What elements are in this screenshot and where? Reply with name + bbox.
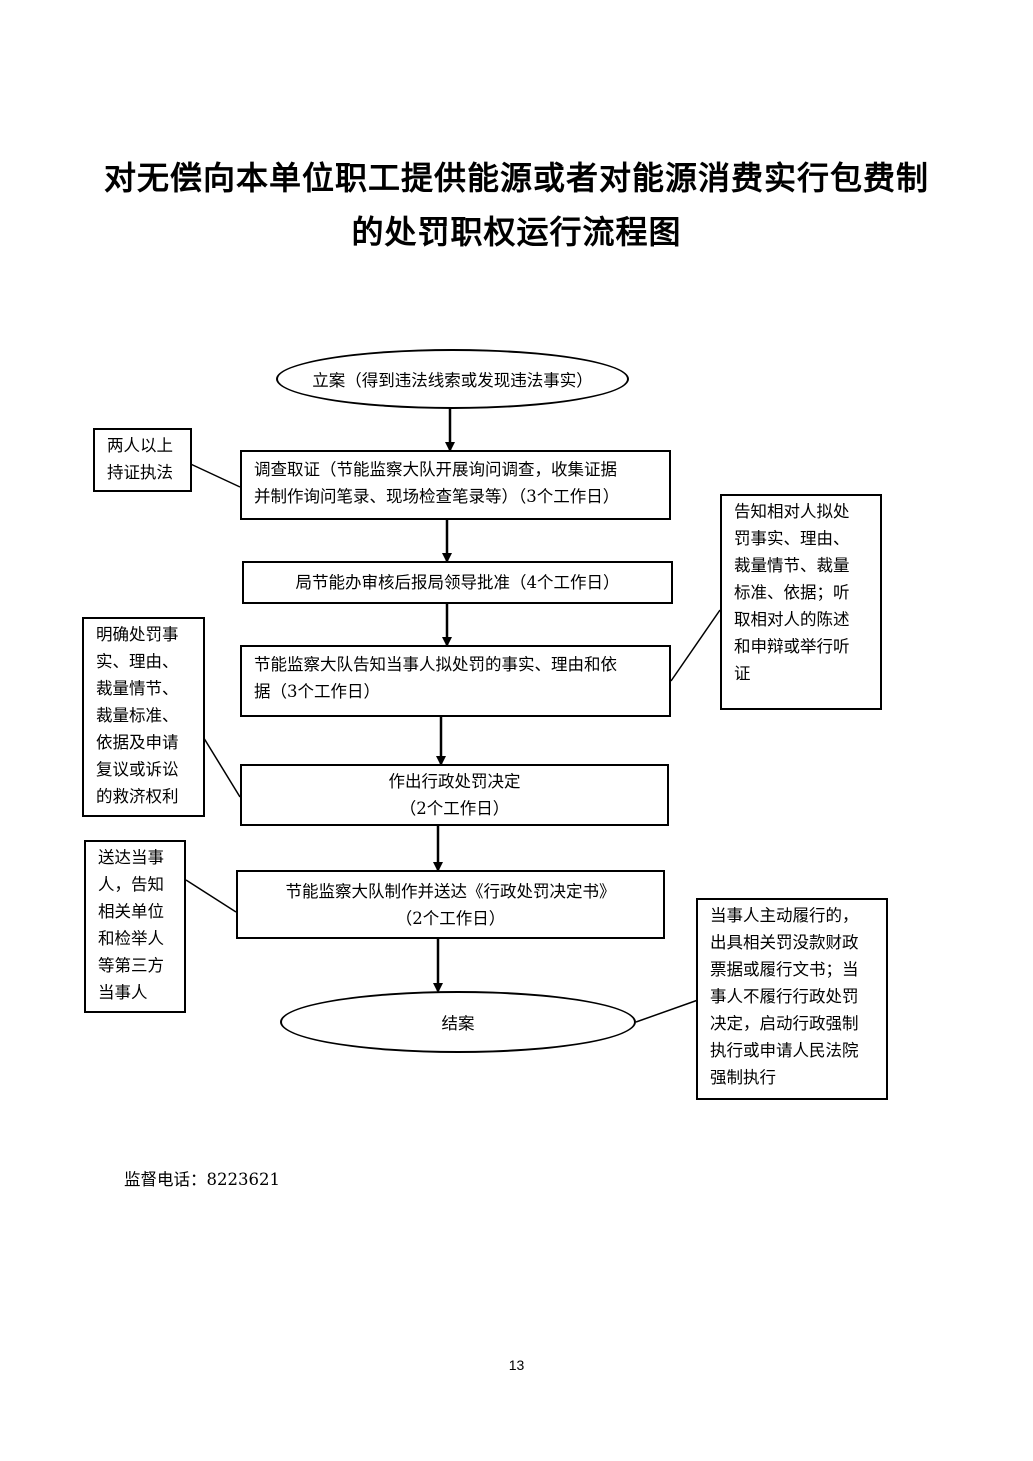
- note-remedy-rights-line: 复议或诉讼: [96, 760, 179, 779]
- page-title-line-1: 对无偿向本单位职工提供能源或者对能源消费实行包费制: [103, 159, 929, 197]
- step-delivery-line-1: 节能监察大队制作并送达《行政处罚决定书》: [285, 881, 616, 901]
- supervision-phone: 监督电话：8223621: [124, 1166, 280, 1190]
- step-decision-line-2: （2个工作日）: [399, 799, 510, 818]
- step-investigation-line-1: 调查取证（节能监察大队开展询问调查，收集证据: [254, 460, 617, 479]
- note-hearing-rights-line: 和申辩或举行听: [734, 637, 850, 656]
- step-delivery-box: 节能监察大队制作并送达《行政处罚决定书》 （2个工作日）: [236, 870, 665, 939]
- note-enforcement-line: 事人不履行行政处罚: [710, 987, 859, 1006]
- step-notification-line-2: 据（3个工作日）: [254, 682, 380, 701]
- note-delivery-parties-line: 当事人: [98, 983, 148, 1002]
- start-node-label: 立案（得到违法线索或发现违法事实）: [312, 371, 593, 390]
- note-two-persons: 两人以上 持证执法: [93, 428, 192, 492]
- step-notification-line-1: 节能监察大队告知当事人拟处罚的事实、理由和依: [254, 655, 617, 674]
- step-delivery-line-2: （2个工作日）: [395, 908, 506, 928]
- note-remedy-rights-line: 的救济权利: [96, 787, 179, 806]
- page-number: 13: [508, 1357, 525, 1373]
- note-two-persons-line: 两人以上: [107, 436, 173, 455]
- note-enforcement-line: 当事人主动履行的，: [710, 906, 859, 925]
- note-delivery-parties-line: 等第三方: [98, 956, 164, 975]
- note-hearing-rights-line: 罚事实、理由、: [734, 529, 850, 548]
- supervision-phone-label: 监督电话：: [124, 1170, 207, 1189]
- note-delivery-parties-line: 送达当事: [98, 848, 164, 867]
- note-hearing-rights-line: 告知相对人拟处: [734, 502, 850, 521]
- note-remedy-rights-line: 明确处罚事: [96, 625, 179, 644]
- note-hearing-rights-line: 取相对人的陈述: [734, 610, 850, 629]
- page-title-line-2: 的处罚职权运行流程图: [351, 213, 682, 251]
- step-approval-label: 局节能办审核后报局领导批准（4个工作日）: [295, 573, 620, 592]
- note-hearing-rights-line: 证: [734, 664, 751, 683]
- note-enforcement-line: 强制执行: [710, 1068, 776, 1087]
- note-remedy-rights-line: 裁量标准、: [96, 706, 179, 725]
- note-remedy-rights-line: 实、理由、: [96, 652, 179, 671]
- note-two-persons-line: 持证执法: [107, 463, 173, 482]
- note-enforcement: 当事人主动履行的， 出具相关罚没款财政 票据或履行文书；当 事人不履行行政处罚 …: [696, 898, 888, 1100]
- note-delivery-parties: 送达当事 人，告知 相关单位 和检举人 等第三方 当事人: [84, 840, 186, 1013]
- note-hearing-rights-line: 裁量情节、裁量: [734, 556, 850, 575]
- callout-line-note-4: [670, 609, 721, 682]
- note-delivery-parties-line: 相关单位: [98, 902, 164, 921]
- step-decision-box: 作出行政处罚决定 （2个工作日）: [240, 764, 669, 826]
- note-enforcement-line: 决定，启动行政强制: [710, 1014, 859, 1033]
- note-remedy-rights-line: 裁量情节、: [96, 679, 179, 698]
- note-hearing-rights-line: 标准、依据；听: [734, 583, 850, 602]
- step-decision-line-1: 作出行政处罚决定: [388, 772, 521, 791]
- end-node-label: 结案: [441, 1014, 475, 1033]
- note-remedy-rights: 明确处罚事 实、理由、 裁量情节、 裁量标准、 依据及申请 复议或诉讼 的救济权…: [82, 617, 205, 817]
- callout-line-note-3: [185, 879, 237, 913]
- step-approval-box: 局节能办审核后报局领导批准（4个工作日）: [242, 561, 673, 604]
- end-node: 结案: [280, 991, 636, 1053]
- step-investigation-line-2: 并制作询问笔录、现场检查笔录等）（3个工作日）: [254, 487, 620, 506]
- note-remedy-rights-line: 依据及申请: [96, 733, 179, 752]
- callout-line-note-5: [635, 999, 699, 1023]
- step-notification-box: 节能监察大队告知当事人拟处罚的事实、理由和依 据（3个工作日）: [240, 645, 671, 717]
- note-enforcement-line: 执行或申请人民法院: [710, 1041, 859, 1060]
- start-node: 立案（得到违法线索或发现违法事实）: [276, 349, 629, 409]
- callout-line-note-2: [201, 734, 241, 798]
- note-delivery-parties-line: 和检举人: [98, 929, 164, 948]
- note-enforcement-line: 出具相关罚没款财政: [710, 933, 859, 952]
- note-delivery-parties-line: 人，告知: [98, 875, 164, 894]
- supervision-phone-number: 8223621: [206, 1170, 281, 1189]
- note-hearing-rights: 告知相对人拟处 罚事实、理由、 裁量情节、裁量 标准、依据；听 取相对人的陈述 …: [720, 494, 882, 710]
- step-investigation-box: 调查取证（节能监察大队开展询问调查，收集证据 并制作询问笔录、现场检查笔录等）（…: [240, 450, 671, 520]
- note-enforcement-line: 票据或履行文书；当: [710, 960, 859, 979]
